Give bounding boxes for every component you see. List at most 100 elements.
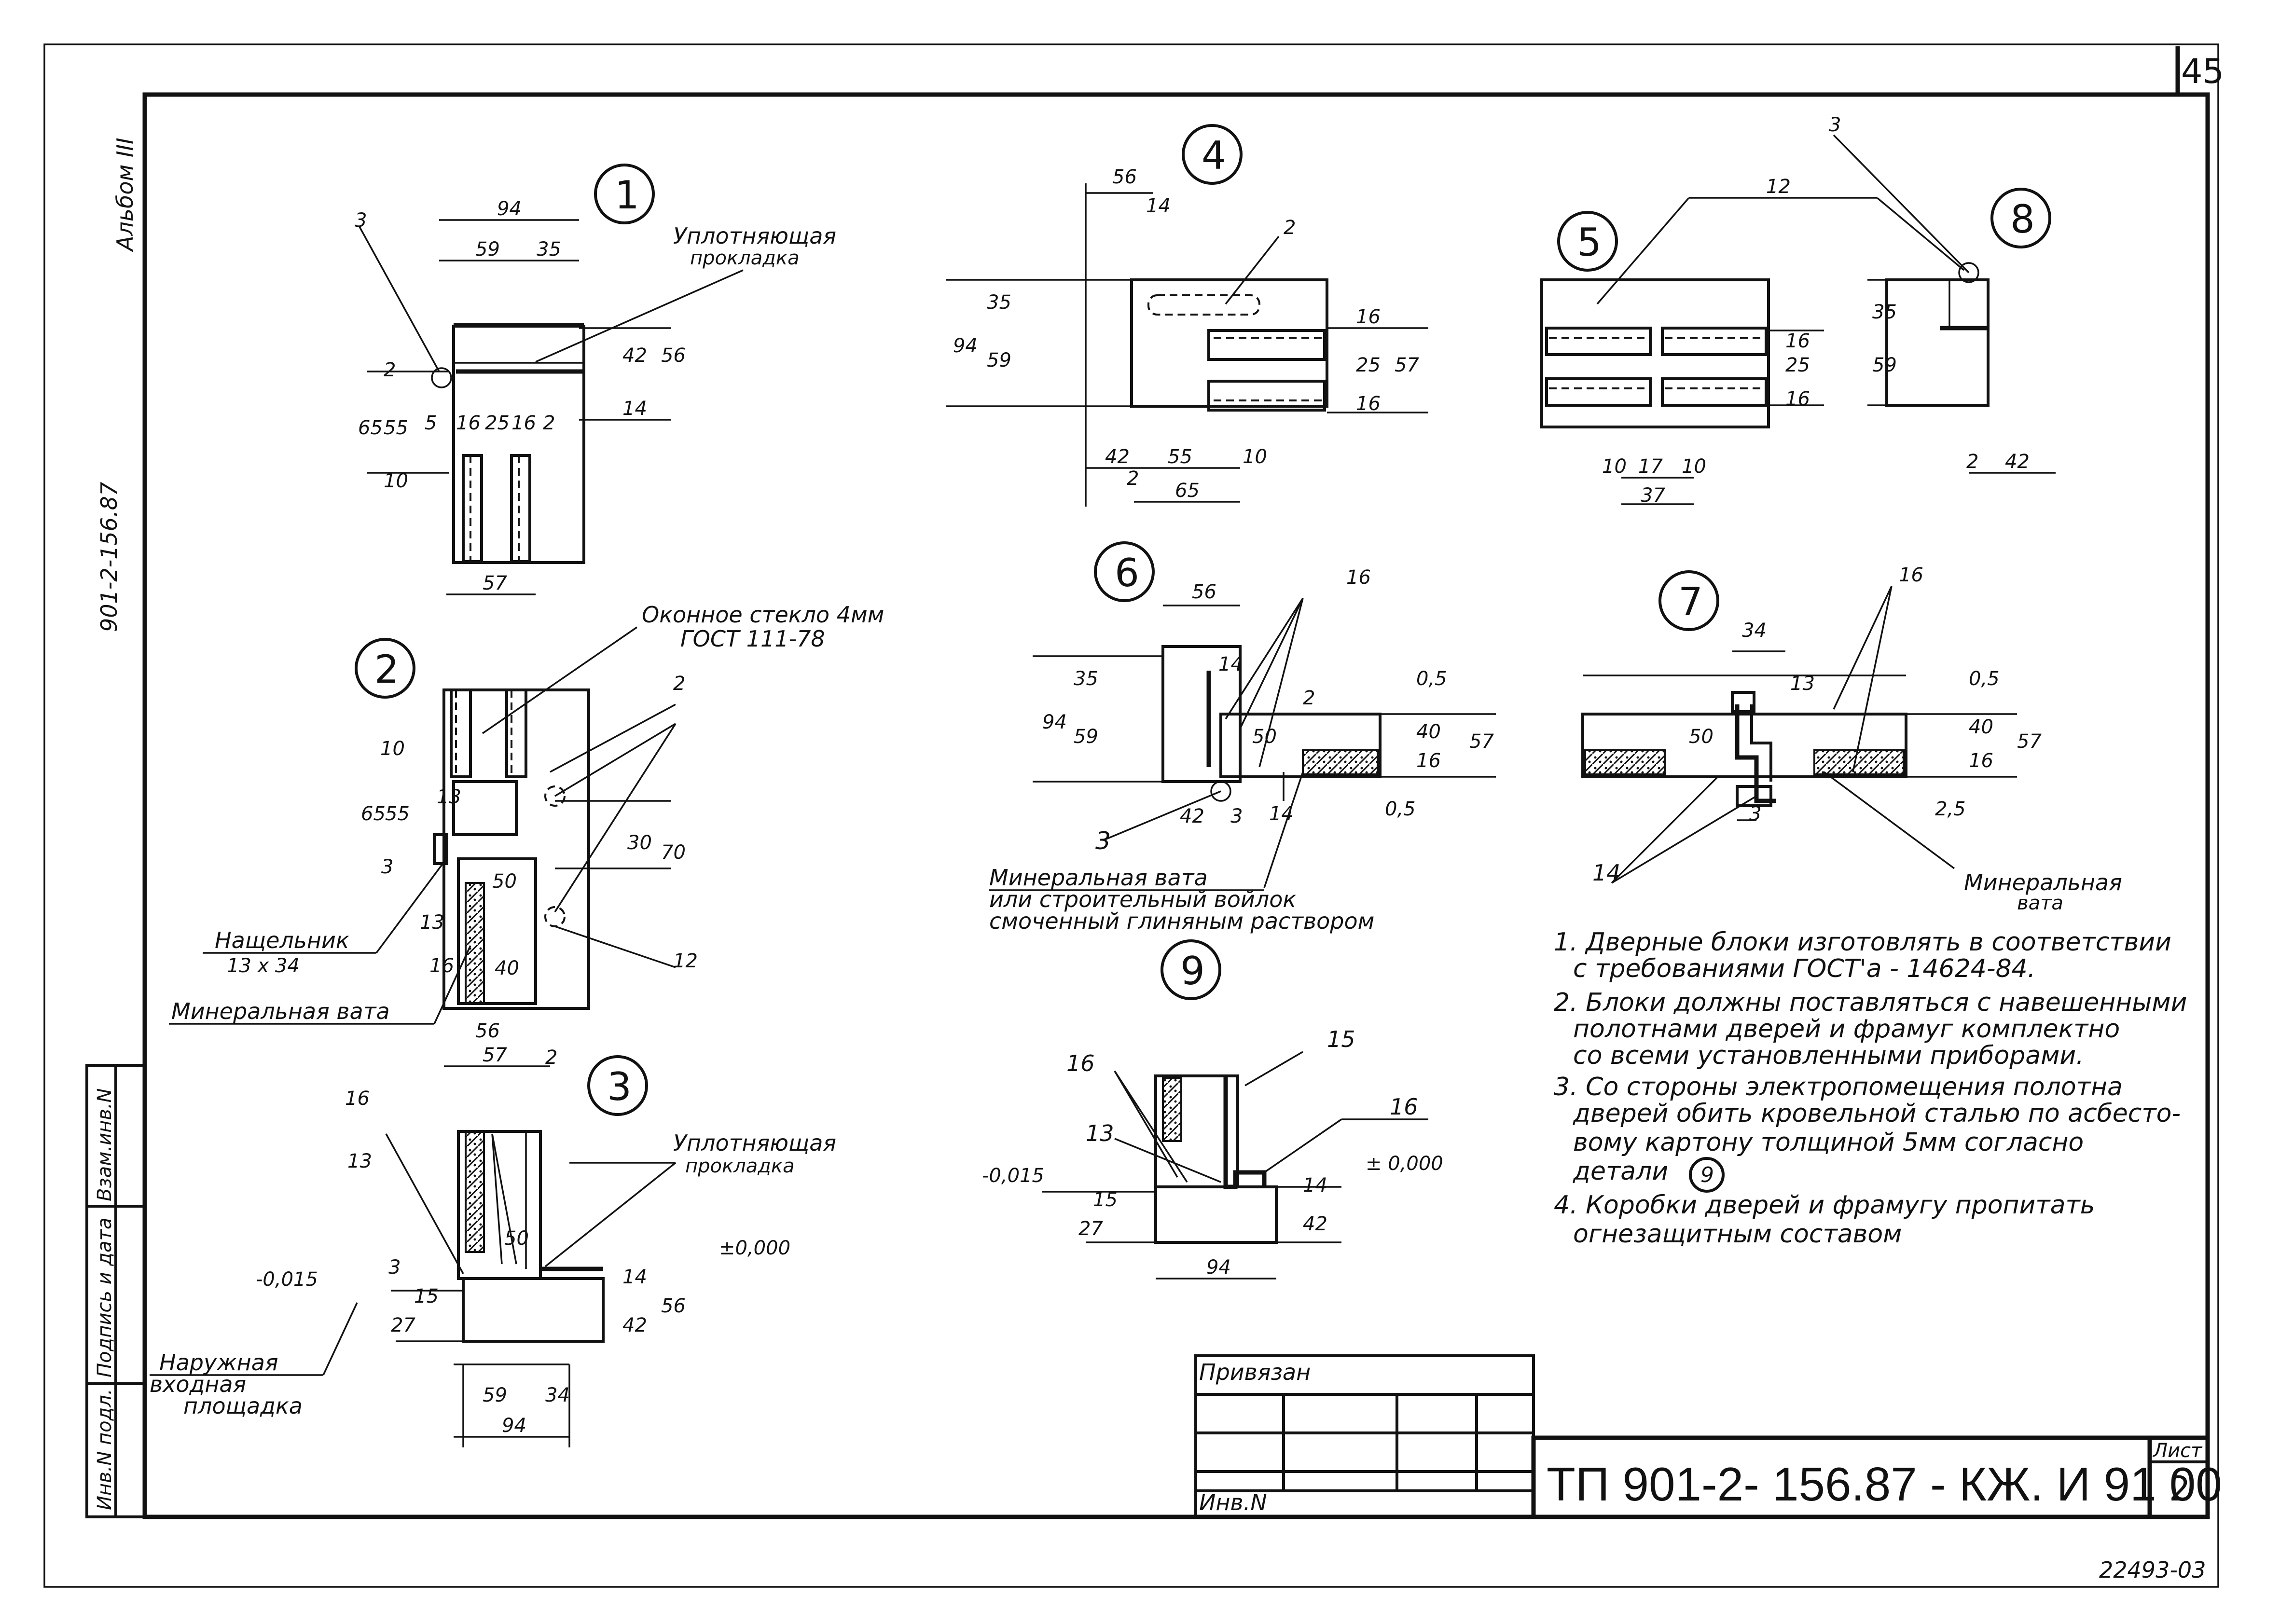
note-line-9: детали [1573, 1157, 1668, 1186]
d5-h16b: 16 [1785, 388, 1810, 410]
title-block [1194, 1354, 2210, 1519]
album-label: Альбом III [112, 138, 138, 252]
d3-entrance-3: площадка [183, 1393, 303, 1419]
d6-wool-1: Минеральная вата [989, 865, 1208, 891]
note-detail-ref: 9 [1700, 1163, 1714, 1187]
d9-zero: ± 0,000 [1366, 1153, 1443, 1175]
note-line-3: 2. Блоки должны поставляться с навешенны… [1554, 988, 2187, 1017]
d3-h56: 56 [661, 1295, 686, 1317]
d3-h50: 50 [504, 1227, 529, 1250]
d7-w50: 50 [1689, 726, 1713, 748]
d4-w42: 42 [1105, 446, 1130, 468]
title-sheet-label: Лист [2152, 1440, 2203, 1462]
d1-w94: 94 [497, 198, 522, 220]
footer-number: 22493-03 [2099, 1557, 2206, 1583]
d4-ref2: 2 [1284, 217, 1296, 239]
note-line-2: с требованиями ГОСТ'а - 14624-84. [1573, 954, 2035, 983]
d2-nashchelnik-2: 13 x 34 [227, 955, 300, 977]
detail-4 [946, 124, 1428, 507]
note-line-5: со всеми установленными приборами. [1573, 1041, 2084, 1070]
detail-6 [989, 541, 1496, 891]
d1-w35: 35 [537, 238, 561, 261]
d3-w94: 94 [502, 1415, 526, 1437]
d1-seal-1: Уплотняющая [673, 223, 836, 249]
d2-h30: 30 [627, 832, 652, 854]
d7-w34: 34 [1742, 619, 1767, 642]
d9-h27: 27 [1078, 1218, 1103, 1240]
d4-w56: 56 [1112, 166, 1137, 188]
d2-ref2: 2 [673, 673, 685, 695]
d8-h35: 35 [1872, 301, 1897, 323]
note-line-10: 4. Коробки дверей и фрамугу пропитать [1554, 1191, 2095, 1220]
d1-h55: 55 [384, 417, 408, 439]
d3-m015: -0,015 [256, 1268, 318, 1291]
d1-w59: 59 [475, 238, 500, 261]
d2-h65: 65 [361, 803, 386, 825]
d7-ref16: 16 [1899, 564, 1923, 586]
d6-h59: 59 [1074, 726, 1098, 748]
d6-ref14: 14 [1269, 803, 1294, 825]
d6-ref16: 16 [1346, 566, 1371, 589]
detail-1-label: 1 [615, 173, 639, 218]
detail-3 [150, 1055, 677, 1447]
d3-h15: 15 [414, 1285, 439, 1307]
note-line-6: 3. Со стороны электропомещения полотна [1554, 1073, 2123, 1101]
d4-w14: 14 [1146, 195, 1171, 217]
d2-mineral-wool: Минеральная вата [171, 998, 390, 1024]
sheet-frame [43, 43, 2219, 1588]
d8-w2: 2 [1966, 451, 1978, 473]
d3-ref13: 13 [347, 1150, 372, 1172]
d3-zero: ±0,000 [719, 1237, 790, 1259]
d9-m015: -0,015 [982, 1165, 1044, 1187]
d5-w10a: 10 [1602, 455, 1627, 478]
d6-w56: 56 [1192, 581, 1216, 603]
d2-nashchelnik-1: Нащельник [215, 927, 349, 953]
d7-wool-2: вата [2017, 892, 2063, 914]
d6-wool-3: смоченный глиняным раствором [989, 908, 1374, 934]
d4-h59: 59 [987, 349, 1011, 372]
detail-7-label: 7 [1678, 579, 1703, 624]
d4-w65: 65 [1175, 480, 1200, 502]
d5-h16a: 16 [1785, 330, 1810, 352]
d7-h16: 16 [1969, 750, 1993, 772]
d3-h14: 14 [622, 1266, 647, 1288]
d2-w2: 2 [545, 1046, 557, 1069]
d6-h35: 35 [1074, 668, 1098, 690]
note-line-1: 1. Дверные блоки изготовлять в соответст… [1554, 928, 2171, 957]
detail-5-label: 5 [1577, 220, 1602, 265]
d3-w34: 34 [545, 1384, 570, 1406]
d9-ref13: 13 [1086, 1120, 1114, 1146]
d6-h05a: 0,5 [1416, 668, 1447, 690]
d3-w59: 59 [483, 1384, 507, 1406]
note-line-11: огнезащитным составом [1573, 1220, 1902, 1249]
d6-ref3: 3 [1095, 827, 1111, 855]
detail-3-label: 3 [607, 1064, 632, 1109]
d1-d5: 5 [425, 412, 437, 434]
d2-w57: 57 [483, 1044, 507, 1066]
d2-h70: 70 [661, 841, 686, 864]
d9-h42: 42 [1303, 1213, 1327, 1235]
note-line-8: вому картону толщиной 5мм согласно [1573, 1128, 2084, 1157]
d6-w14: 14 [1218, 653, 1243, 675]
d6-h16: 16 [1416, 750, 1441, 772]
d6-w50: 50 [1252, 726, 1277, 748]
detail-1 [359, 164, 744, 595]
d6-h94: 94 [1042, 711, 1067, 733]
d1-d16b: 16 [511, 412, 536, 434]
d7-h57: 57 [2017, 730, 2042, 753]
d7-w3: 3 [1749, 803, 1761, 825]
d9-ref15: 15 [1327, 1026, 1355, 1052]
notes: 1. Дверные блоки изготовлять в соответст… [1554, 928, 2187, 1249]
d1-d16a: 16 [456, 412, 481, 434]
d3-seal-2: прокладка [685, 1155, 795, 1177]
d1-d25: 25 [485, 412, 510, 434]
title-code: ТП 901-2- 156.87 - КЖ. И 91 00 [1547, 1458, 2222, 1511]
d9-h14: 14 [1303, 1174, 1327, 1197]
stamp-podpis: Подпись и дата [94, 1218, 116, 1377]
d4-w10: 10 [1243, 446, 1267, 468]
d2-h13: 13 [437, 786, 461, 808]
d2-w56: 56 [475, 1020, 500, 1042]
d9-w94: 94 [1206, 1256, 1231, 1279]
detail-4-label: 4 [1202, 133, 1226, 178]
